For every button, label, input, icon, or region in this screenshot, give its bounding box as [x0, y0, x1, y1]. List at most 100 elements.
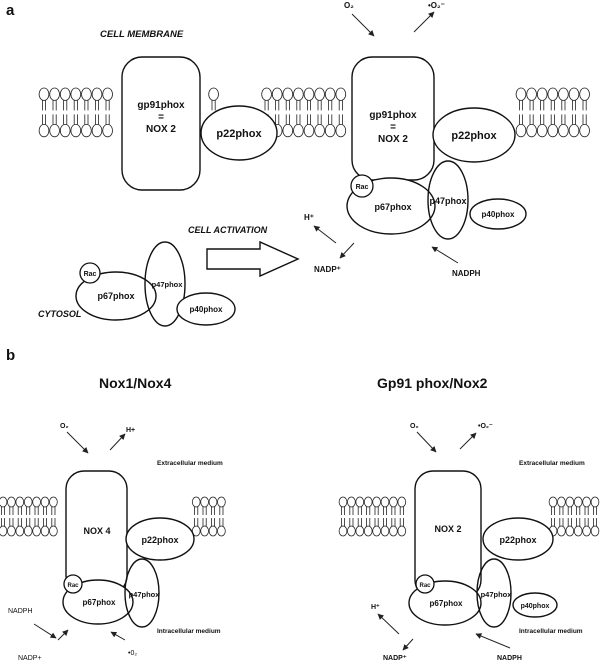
nadph-arrow: [33, 623, 57, 639]
p47phox-oval: [124, 558, 160, 628]
lipid-head: [217, 496, 226, 508]
lipid-head: [200, 525, 209, 537]
superoxide-label: •O₂⁻: [428, 1, 445, 10]
lipid-head: [568, 124, 580, 138]
membrane-panel-b-right: [338, 496, 600, 537]
nadp-plus-label: NADP+: [18, 655, 42, 662]
cytosol-label: CYTOSOL: [38, 309, 81, 319]
p22phox-label: p22phox: [141, 535, 178, 545]
lipid-head: [23, 525, 33, 537]
gp91-label: gp91phox: [369, 110, 417, 121]
nox2-label: NOX 2: [378, 134, 408, 145]
lipid-head: [208, 87, 219, 101]
lipid-head: [590, 496, 600, 508]
p22phox-oval: [482, 517, 554, 561]
h-plus-arrow: [377, 613, 400, 635]
panel-b-letter: b: [6, 347, 15, 364]
p22phox-label: p22phox: [216, 128, 262, 140]
lipid-head: [565, 496, 575, 508]
p47phox-label: p47phox: [481, 590, 513, 599]
p67phox-label: p67phox: [83, 598, 116, 607]
lipid-head: [59, 124, 71, 138]
nox4-title: Nox1/Nox4: [99, 375, 172, 391]
lipid-head: [261, 87, 272, 101]
h-plus-label: H+: [126, 427, 135, 434]
lipid-head: [49, 124, 60, 138]
p40phox-label: p40phox: [190, 305, 223, 314]
lipid-head: [515, 87, 527, 101]
nox2-label: NOX 2: [434, 524, 461, 534]
lipid-head: [102, 87, 113, 101]
lipid-head: [324, 124, 336, 138]
activation-arrow: [206, 240, 300, 278]
lipid-head: [49, 525, 58, 537]
nox2-label: NOX 2: [146, 124, 176, 135]
intracellular-label: Intracellular medium: [519, 628, 583, 635]
lipid-head: [200, 496, 209, 508]
lipid-head: [372, 496, 381, 508]
p47phox-oval: [476, 558, 512, 628]
superoxide-label: •O₂⁻: [478, 423, 493, 430]
nadp-arrow: [57, 629, 69, 641]
p47phox-label: p47phox: [429, 196, 466, 206]
lipid-head: [526, 87, 537, 101]
lipid-head: [582, 525, 591, 537]
lipid-head: [565, 525, 575, 537]
rac-label: Rac: [356, 184, 369, 191]
lipid-head: [7, 496, 16, 508]
nadp-arrow: [402, 638, 414, 651]
active-complex: O₂ •O₂⁻ gp91phox = NOX 2 p22phox p67phox…: [304, 1, 527, 278]
p67phox-label: p67phox: [97, 291, 134, 301]
lipid-head: [380, 525, 390, 537]
lipid-head: [363, 496, 373, 508]
lipid-head: [547, 124, 559, 138]
h-plus-arrow: [109, 433, 126, 451]
lipid-head: [191, 496, 201, 508]
intracellular-label: Intracellular medium: [157, 628, 221, 635]
p40phox-oval: [469, 198, 527, 230]
lipid-head: [355, 525, 365, 537]
lipid-head: [363, 525, 373, 537]
cell-activation-label: CELL ACTIVATION: [188, 225, 268, 235]
lipid-head: [526, 124, 537, 138]
lipid-head: [70, 87, 82, 101]
lipid-head: [397, 525, 407, 537]
lipid-head: [558, 87, 569, 101]
lipid-head: [7, 525, 16, 537]
nadph-label: NADPH: [452, 269, 481, 278]
rac-circle: [350, 174, 374, 198]
p67phox-label: p67phox: [374, 202, 411, 212]
gp91-box: [121, 56, 201, 191]
lipid-head: [536, 124, 548, 138]
lipid-head: [372, 525, 381, 537]
rac-label: Rac: [419, 583, 431, 589]
lipid-head: [557, 525, 566, 537]
p22phox-oval: [200, 105, 278, 161]
lipid-head: [217, 525, 226, 537]
rac-circle: [63, 574, 83, 594]
rac-circle: [415, 574, 435, 594]
extracellular-label: Extracellular medium: [519, 460, 585, 467]
p67phox-oval: [62, 579, 134, 625]
lipid-head: [70, 124, 82, 138]
cytosol-complex: CELL ACTIVATION p67phox Rac p47phox p40p…: [38, 225, 300, 327]
p47phox-label: p47phox: [129, 590, 161, 599]
rac-label: Rac: [67, 583, 79, 589]
nadph-label: NADPH: [497, 655, 522, 662]
lipid-head: [335, 87, 347, 101]
o2-radical-arrow: [110, 631, 126, 641]
lipid-head: [324, 87, 336, 101]
gp91-label: gp91phox: [137, 100, 185, 111]
o2-label: O₂: [344, 1, 354, 10]
rac-circle: [79, 262, 101, 284]
lipid-head: [568, 87, 580, 101]
lipid-head: [338, 525, 348, 537]
superoxide-arrow: [459, 432, 477, 450]
lipid-head: [40, 525, 50, 537]
p47phox-oval: [144, 241, 186, 327]
nadp-plus-label: NADP⁺: [383, 655, 407, 662]
lipid-head: [536, 87, 548, 101]
lipid-head: [557, 496, 566, 508]
membrane-panel-a: [38, 87, 590, 138]
